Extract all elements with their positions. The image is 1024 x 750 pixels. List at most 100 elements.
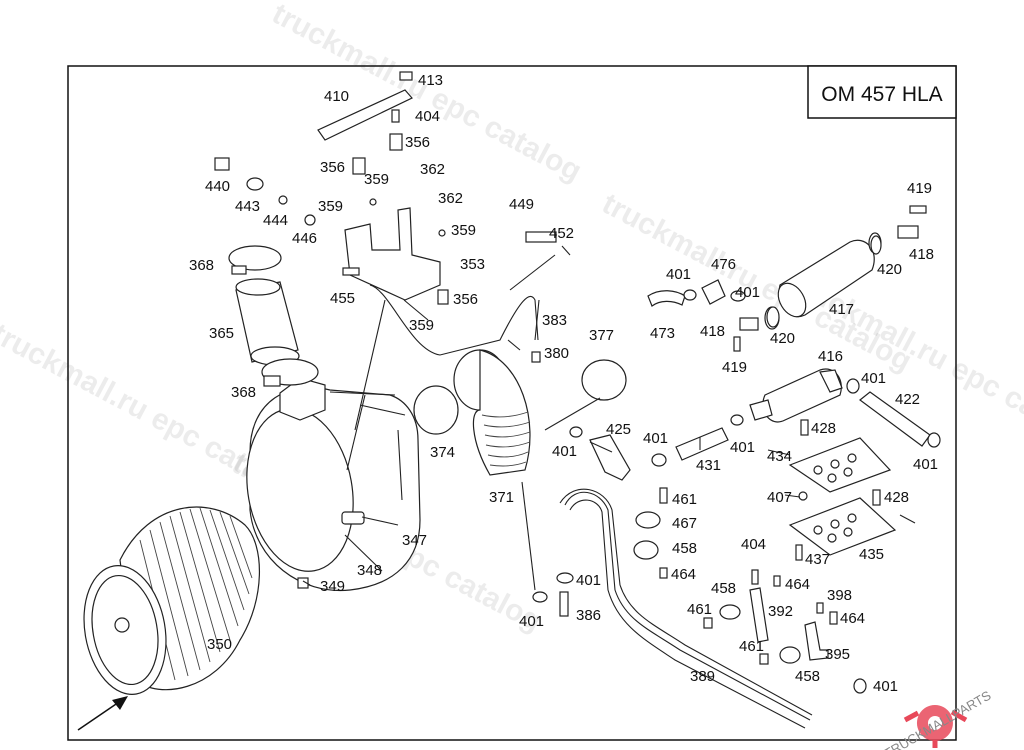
callout-label: 418 (700, 323, 725, 340)
callout-label: 392 (768, 603, 793, 620)
callout-label: 353 (460, 256, 485, 273)
callout-label: 359 (451, 222, 476, 239)
callout-label: 464 (671, 566, 696, 583)
hose-431 (675, 427, 729, 461)
hose-473 (647, 290, 686, 307)
callout-label: 401 (861, 370, 886, 387)
callout-label: 464 (840, 610, 865, 627)
callout-label: 444 (263, 212, 288, 229)
hose-clamp (413, 385, 459, 435)
callout-label: 461 (687, 601, 712, 618)
callout-label: 348 (357, 562, 382, 579)
callout-label: 401 (519, 613, 544, 630)
callout-label: 401 (913, 456, 938, 473)
callout-label: 452 (549, 225, 574, 242)
callout-label: 374 (430, 444, 455, 461)
callout-label: 410 (324, 88, 349, 105)
callout-label: 380 (544, 345, 569, 362)
pipe-389 (559, 488, 813, 729)
breather-pipe (369, 284, 539, 356)
callout-label: 473 (650, 325, 675, 342)
direction-arrow (77, 699, 123, 731)
bellows-hose (453, 349, 531, 476)
callout-label: 461 (672, 491, 697, 508)
title-box (807, 65, 957, 119)
callout-label: 435 (859, 546, 884, 563)
engine-code: OM 457 HLA (821, 83, 942, 106)
callout-label: 368 (231, 384, 256, 401)
callout-label: 377 (589, 327, 614, 344)
callout-label: 362 (438, 190, 463, 207)
silencer-416 (749, 368, 931, 447)
callout-label: 401 (873, 678, 898, 695)
callout-label: 425 (606, 421, 631, 438)
callout-label: 395 (825, 646, 850, 663)
callout-label: 359 (318, 198, 343, 215)
callout-label: 416 (818, 348, 843, 365)
callout-label: 401 (730, 439, 755, 456)
plate-435 (788, 497, 897, 556)
callout-label: 428 (811, 420, 836, 437)
callout-label: 420 (770, 330, 795, 347)
callout-label: 458 (711, 580, 736, 597)
hose-clamp (581, 359, 627, 401)
callout-label: 356 (453, 291, 478, 308)
callout-label: 417 (829, 301, 854, 318)
plate-434 (788, 437, 892, 493)
brand-logo: TRUCKMALLPARTS (881, 687, 993, 750)
callout-label: 407 (767, 489, 792, 506)
callout-label: 443 (235, 198, 260, 215)
callout-label: 404 (415, 108, 440, 125)
callout-label: 398 (827, 587, 852, 604)
callout-label: 347 (402, 532, 427, 549)
bracket-392 (749, 587, 769, 643)
intake-hose (228, 245, 319, 387)
callout-label: 356 (320, 159, 345, 176)
callout-label: 476 (711, 256, 736, 273)
callout-label: 389 (690, 668, 715, 685)
callout-label: 413 (418, 72, 443, 89)
mounting-bracket (317, 89, 441, 301)
callout-label: 365 (209, 325, 234, 342)
callout-label: 458 (795, 668, 820, 685)
callout-label: 446 (292, 230, 317, 247)
pipe-389-fill (564, 491, 811, 721)
callout-label: 467 (672, 515, 697, 532)
callout-label: 419 (907, 180, 932, 197)
elbow-476 (701, 279, 726, 305)
watermark: truckmall.ru epc catalog (267, 0, 587, 188)
callout-label: 428 (884, 489, 909, 506)
callout-label: 383 (542, 312, 567, 329)
callout-label: 455 (330, 290, 355, 307)
callout-label: 401 (643, 430, 668, 447)
callout-label: 437 (805, 551, 830, 568)
callout-label: 431 (696, 457, 721, 474)
callout-label: 434 (767, 448, 792, 465)
bracket-395 (804, 621, 829, 661)
callout-label: 449 (509, 196, 534, 213)
callout-label: 401 (576, 572, 601, 589)
callout-label: 401 (666, 266, 691, 283)
leader-lines (302, 245, 916, 591)
callout-label: 359 (364, 171, 389, 188)
callout-label: 420 (877, 261, 902, 278)
elbow-pipe (589, 434, 631, 481)
callout-label: 461 (739, 638, 764, 655)
callout-label: 349 (320, 578, 345, 595)
callout-label: 401 (552, 443, 577, 460)
air-filter-housing (246, 377, 421, 592)
callout-label: 356 (405, 134, 430, 151)
drawing-frame (67, 65, 957, 741)
callout-label: 350 (207, 636, 232, 653)
callout-label: 401 (735, 284, 760, 301)
callout-labels: 413 410 404 356 356 362 359 440 362 443 … (189, 72, 938, 695)
filter-cartridge (83, 506, 260, 695)
callout-label: 464 (785, 576, 810, 593)
callout-label: 362 (420, 161, 445, 178)
callout-label: 458 (672, 540, 697, 557)
callout-label: 418 (909, 246, 934, 263)
watermark: truckmall.ru epc catalog (597, 187, 917, 378)
callout-label: 371 (489, 489, 514, 506)
callout-label: 422 (895, 391, 920, 408)
callout-label: 386 (576, 607, 601, 624)
